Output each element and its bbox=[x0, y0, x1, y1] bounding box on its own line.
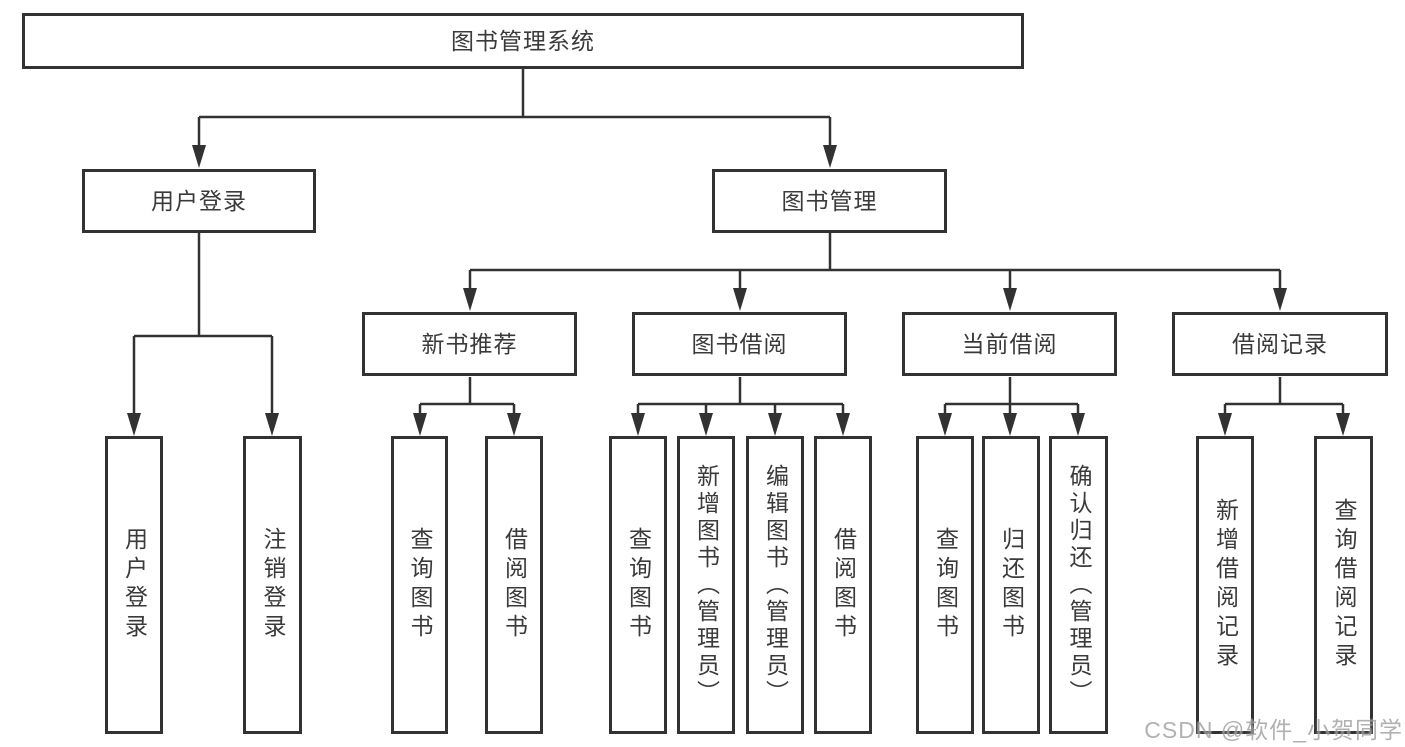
node-borrow-record-label: 借阅记录 bbox=[1232, 330, 1328, 357]
leaf-return-book: 归还图书 bbox=[982, 436, 1040, 734]
leaf-borrow-book-borrow-label: 借阅图书 bbox=[830, 527, 857, 643]
node-user-login: 用户登录 bbox=[82, 169, 316, 233]
leaf-logout-login: 注销登录 bbox=[243, 436, 302, 734]
leaf-query-borrow-record-label: 查询借阅记录 bbox=[1331, 498, 1357, 672]
leaf-query-borrow-record: 查询借阅记录 bbox=[1314, 436, 1373, 734]
leaf-query-book-borrow-label: 查询图书 bbox=[625, 527, 652, 643]
leaf-logout-login-label: 注销登录 bbox=[260, 527, 286, 643]
leaf-query-book-current: 查询图书 bbox=[916, 436, 974, 734]
node-root-system: 图书管理系统 bbox=[22, 13, 1024, 69]
node-book-borrow: 图书借阅 bbox=[632, 312, 847, 376]
leaf-edit-book-admin: 编辑图书（管理员） bbox=[746, 436, 804, 734]
leaf-query-book-current-label: 查询图书 bbox=[932, 527, 959, 643]
leaf-user-login: 用户登录 bbox=[105, 436, 163, 734]
node-book-borrow-label: 图书借阅 bbox=[691, 330, 788, 357]
leaf-user-login-label: 用户登录 bbox=[121, 527, 148, 643]
node-root-system-label: 图书管理系统 bbox=[451, 27, 595, 54]
csdn-watermark: CSDN @软件_小贺同学 bbox=[1144, 717, 1403, 743]
node-current-borrow: 当前借阅 bbox=[902, 312, 1117, 376]
node-user-login-label: 用户登录 bbox=[151, 187, 247, 214]
leaf-add-book-admin-label: 新增图书（管理员） bbox=[693, 463, 720, 707]
leaf-borrow-book-recommend: 借阅图书 bbox=[485, 436, 543, 734]
node-book-management: 图书管理 bbox=[712, 169, 947, 233]
leaf-query-book-recommend-label: 查询图书 bbox=[407, 527, 433, 643]
node-new-book-recommend: 新书推荐 bbox=[362, 312, 577, 376]
leaf-edit-book-admin-label: 编辑图书（管理员） bbox=[762, 463, 789, 707]
node-current-borrow-label: 当前借阅 bbox=[961, 330, 1058, 357]
leaf-borrow-book-borrow: 借阅图书 bbox=[814, 436, 872, 734]
leaf-add-borrow-record: 新增借阅记录 bbox=[1196, 436, 1254, 734]
node-new-book-recommend-label: 新书推荐 bbox=[421, 330, 518, 357]
leaf-add-book-admin: 新增图书（管理员） bbox=[677, 436, 735, 734]
leaf-borrow-book-recommend-label: 借阅图书 bbox=[501, 527, 528, 643]
leaf-query-book-recommend: 查询图书 bbox=[391, 436, 448, 734]
leaf-confirm-return-admin-label: 确认归还（管理员） bbox=[1066, 463, 1092, 707]
node-book-management-label: 图书管理 bbox=[781, 187, 878, 214]
leaf-return-book-label: 归还图书 bbox=[998, 527, 1025, 643]
leaf-query-book-borrow: 查询图书 bbox=[609, 436, 667, 734]
node-borrow-record: 借阅记录 bbox=[1172, 312, 1388, 376]
leaf-confirm-return-admin: 确认归还（管理员） bbox=[1049, 436, 1108, 734]
leaf-add-borrow-record-label: 新增借阅记录 bbox=[1212, 498, 1239, 672]
